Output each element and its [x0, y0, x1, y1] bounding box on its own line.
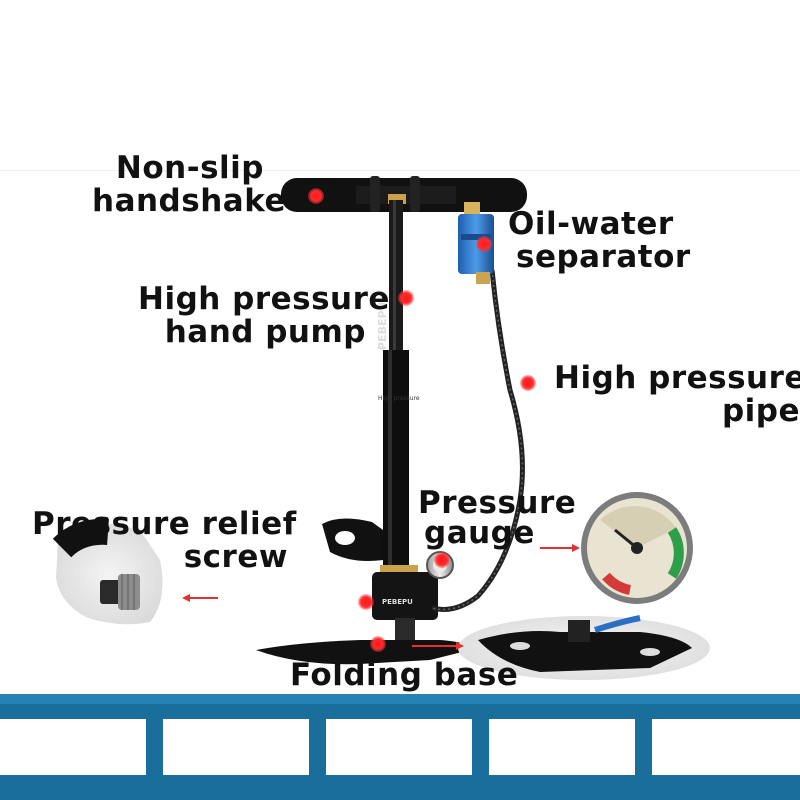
marker-dot-pump: [398, 290, 414, 306]
band-panel-5: [652, 719, 800, 775]
marker-dot-handle: [308, 188, 324, 204]
marker-dot-pipe: [520, 375, 536, 391]
pressure-gauge-inset: [581, 492, 693, 604]
bottom-band-highlight: [0, 694, 800, 704]
marker-dot-base: [370, 636, 386, 652]
high-pressure-pipe: [431, 269, 525, 612]
marker-dot-separator: [476, 236, 492, 252]
folding-base-inset: [458, 615, 710, 680]
foot-pedal: [322, 518, 383, 561]
block-brand: PEBEPU: [382, 598, 413, 606]
tiny-caption: High pressure: [378, 395, 420, 402]
marker-dot-relief: [358, 594, 374, 610]
base-label: Folding base: [290, 657, 519, 693]
pump-shaft: [383, 200, 409, 570]
marker-dot-gauge: [434, 552, 450, 568]
relief-screw-inset: [52, 518, 163, 625]
band-panel-3: [326, 719, 472, 775]
band-panel-1: [0, 719, 146, 775]
band-panel-4: [489, 719, 635, 775]
band-panel-2: [163, 719, 309, 775]
background-line: [0, 170, 800, 171]
